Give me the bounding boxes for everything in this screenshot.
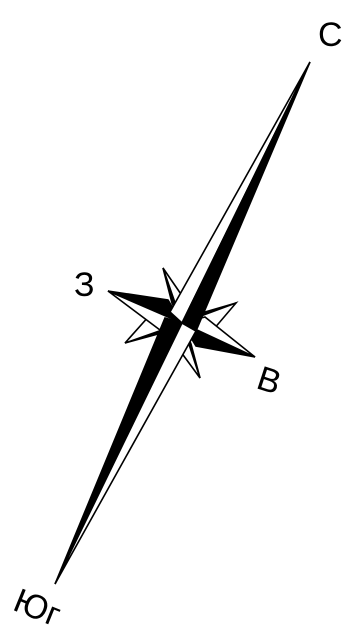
needle-south-light [55,323,196,584]
needle-north-dark [182,62,310,331]
label-south: Юг [8,582,66,635]
label-west: З [74,266,95,304]
label-east: В [252,359,285,402]
label-north: С [318,16,343,54]
needle-north-light [170,62,310,323]
compass-needle [55,62,310,584]
